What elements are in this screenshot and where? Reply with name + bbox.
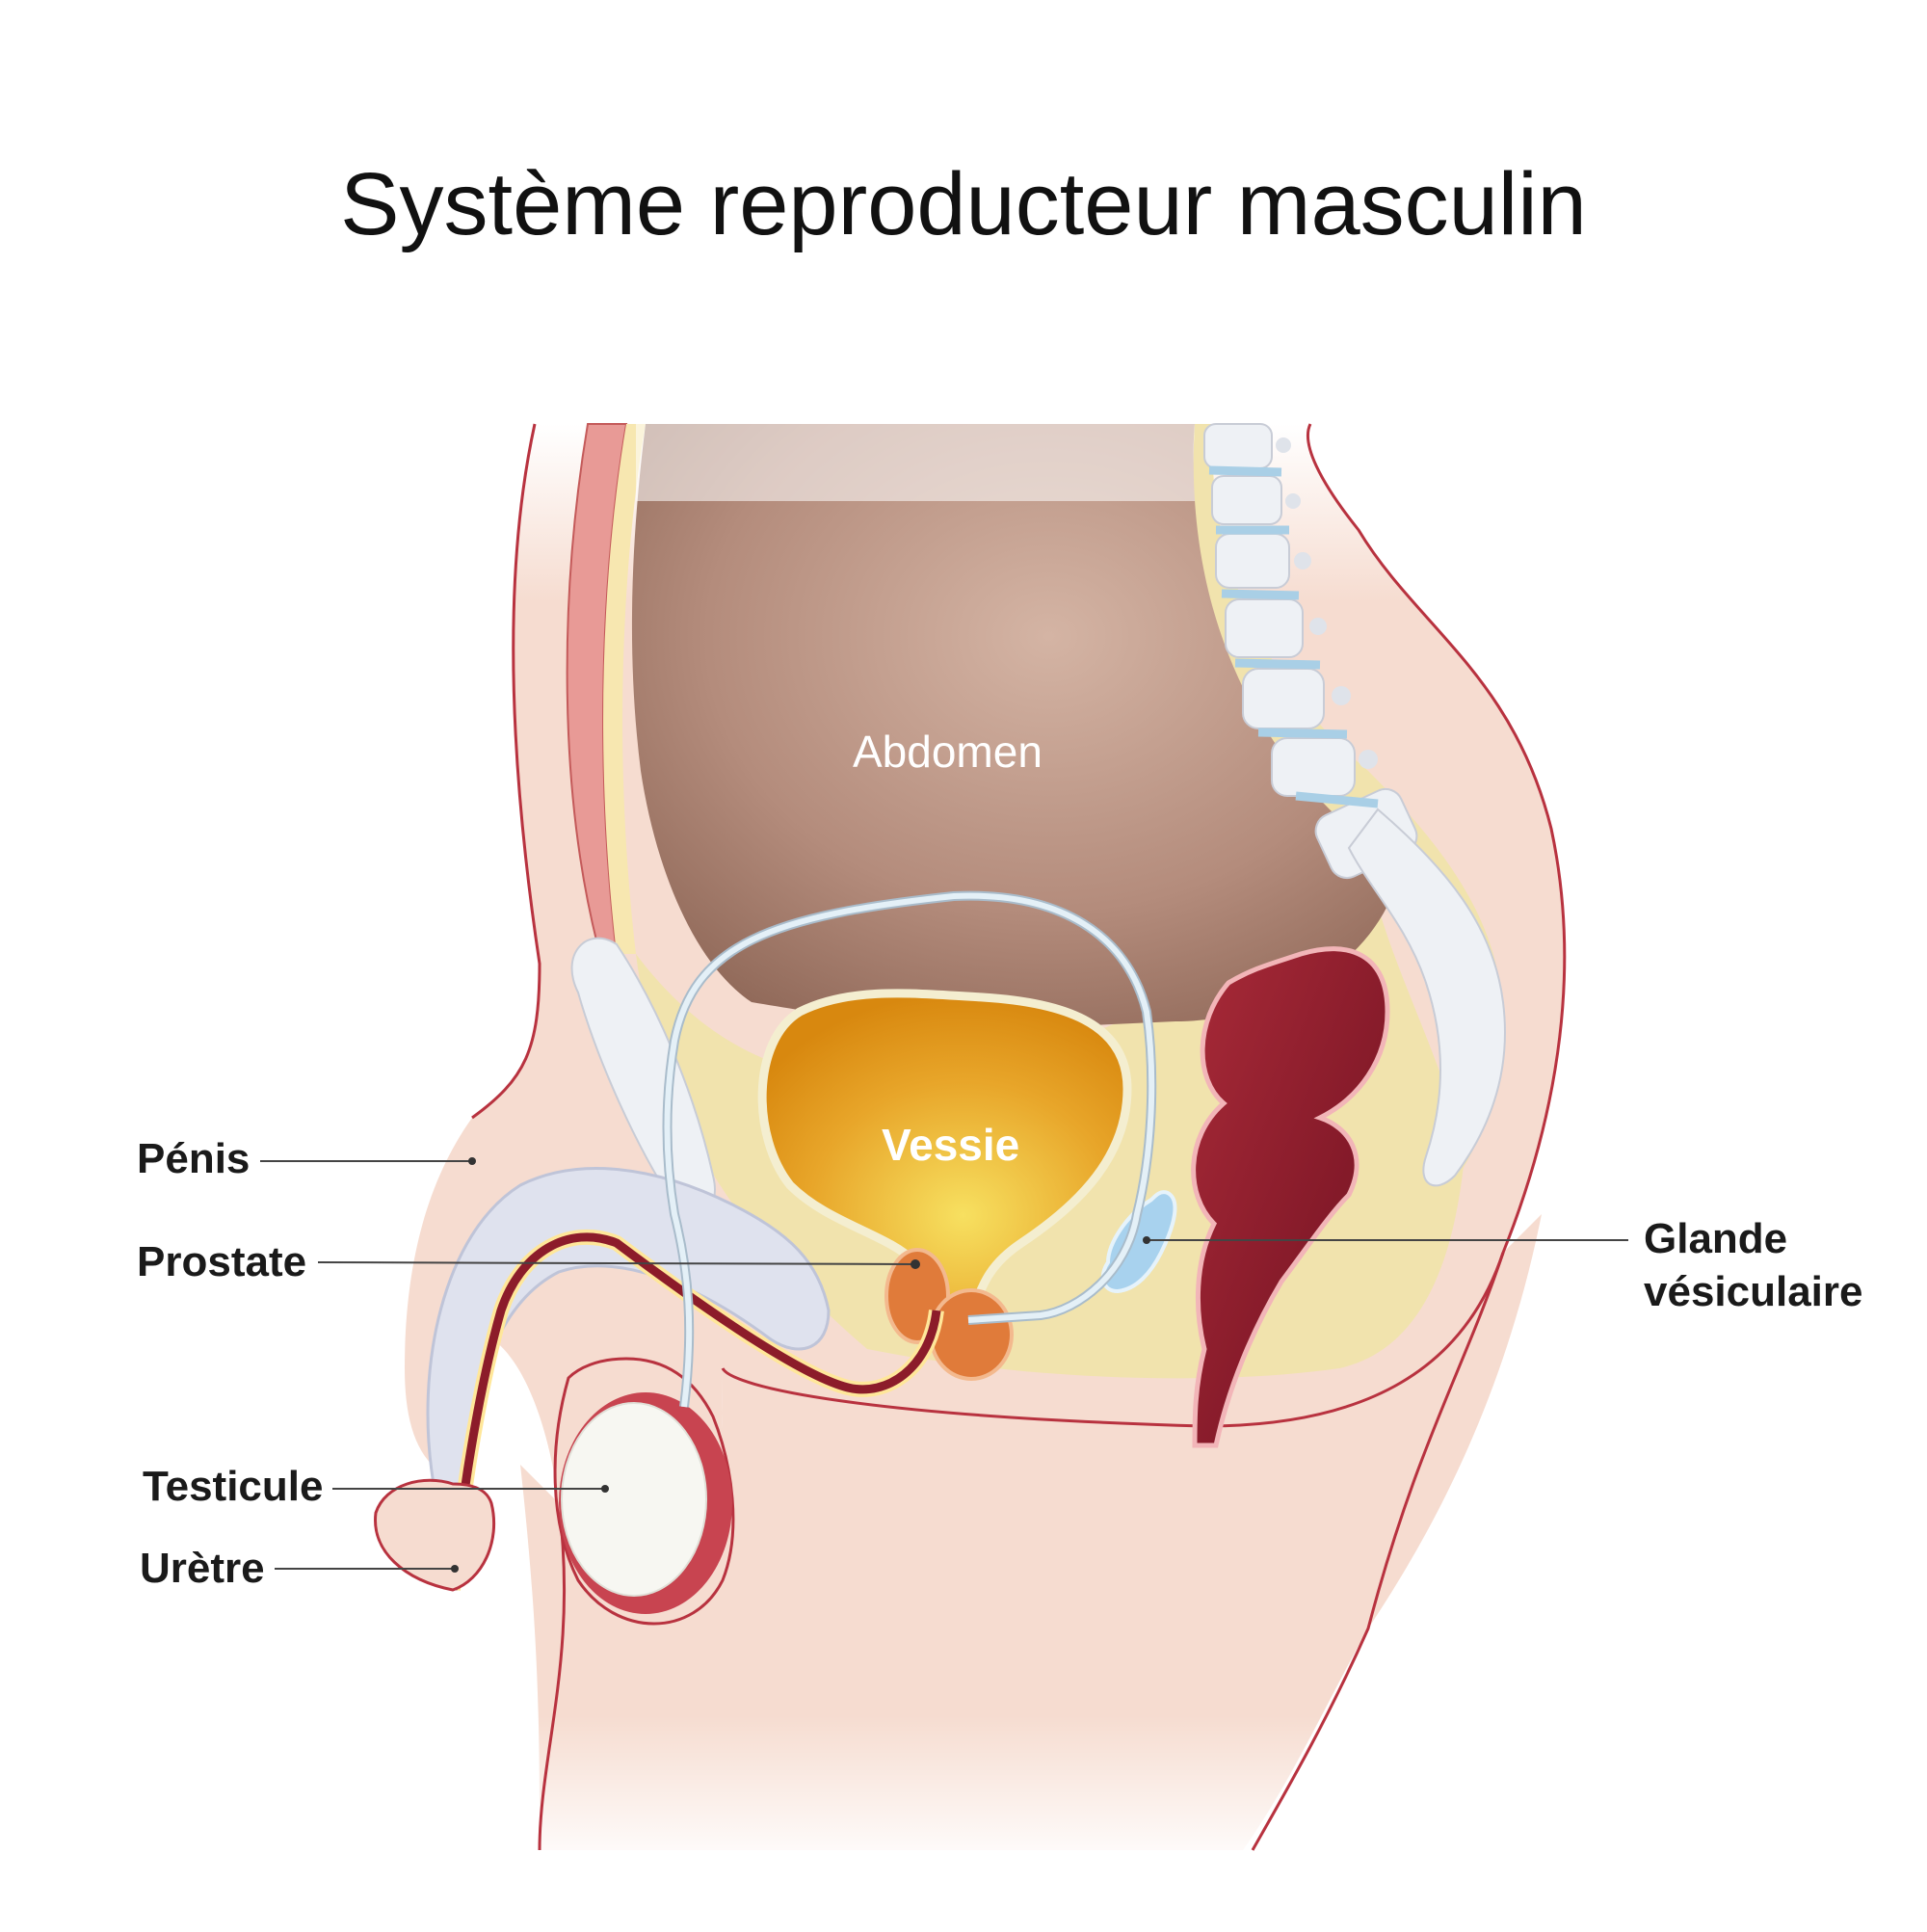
diagram-title: Système reproducteur masculin xyxy=(340,155,1587,253)
testis-body xyxy=(561,1402,707,1597)
bottom-fade xyxy=(482,1715,1445,1869)
leader-prostate xyxy=(317,1261,916,1265)
label-penis: Pénis xyxy=(137,1135,251,1182)
label-prostate: Prostate xyxy=(137,1238,307,1285)
front-outline xyxy=(471,423,541,1120)
label-abdomen: Abdomen xyxy=(853,727,1043,777)
thigh-front-outline xyxy=(538,1502,567,1851)
leader-dots xyxy=(451,1157,1150,1573)
abdomen-top-fade xyxy=(636,414,1214,501)
label-glande-vesiculaire: Glande vésiculaire xyxy=(1644,1212,1863,1318)
spine xyxy=(1193,423,1506,1195)
prostate-lobe-posterior xyxy=(929,1288,1014,1381)
label-glande-line1: Glande xyxy=(1644,1215,1788,1262)
label-uretre: Urètre xyxy=(140,1545,265,1592)
leader-lines xyxy=(260,1160,1628,1570)
abdomen-cavity xyxy=(631,424,1390,1031)
label-glande-line2: vésiculaire xyxy=(1644,1268,1863,1315)
penis-tissue xyxy=(426,1167,831,1486)
bladder xyxy=(757,989,1132,1315)
thigh-region xyxy=(520,1214,1542,1850)
abdominal-wall-fat xyxy=(603,424,646,954)
rectum xyxy=(1191,946,1390,1448)
back-outline xyxy=(1251,423,1567,1851)
glans xyxy=(374,1478,496,1592)
label-testicule: Testicule xyxy=(143,1463,324,1510)
pubic-bone xyxy=(570,937,716,1215)
label-vessie: Vessie xyxy=(882,1120,1020,1170)
